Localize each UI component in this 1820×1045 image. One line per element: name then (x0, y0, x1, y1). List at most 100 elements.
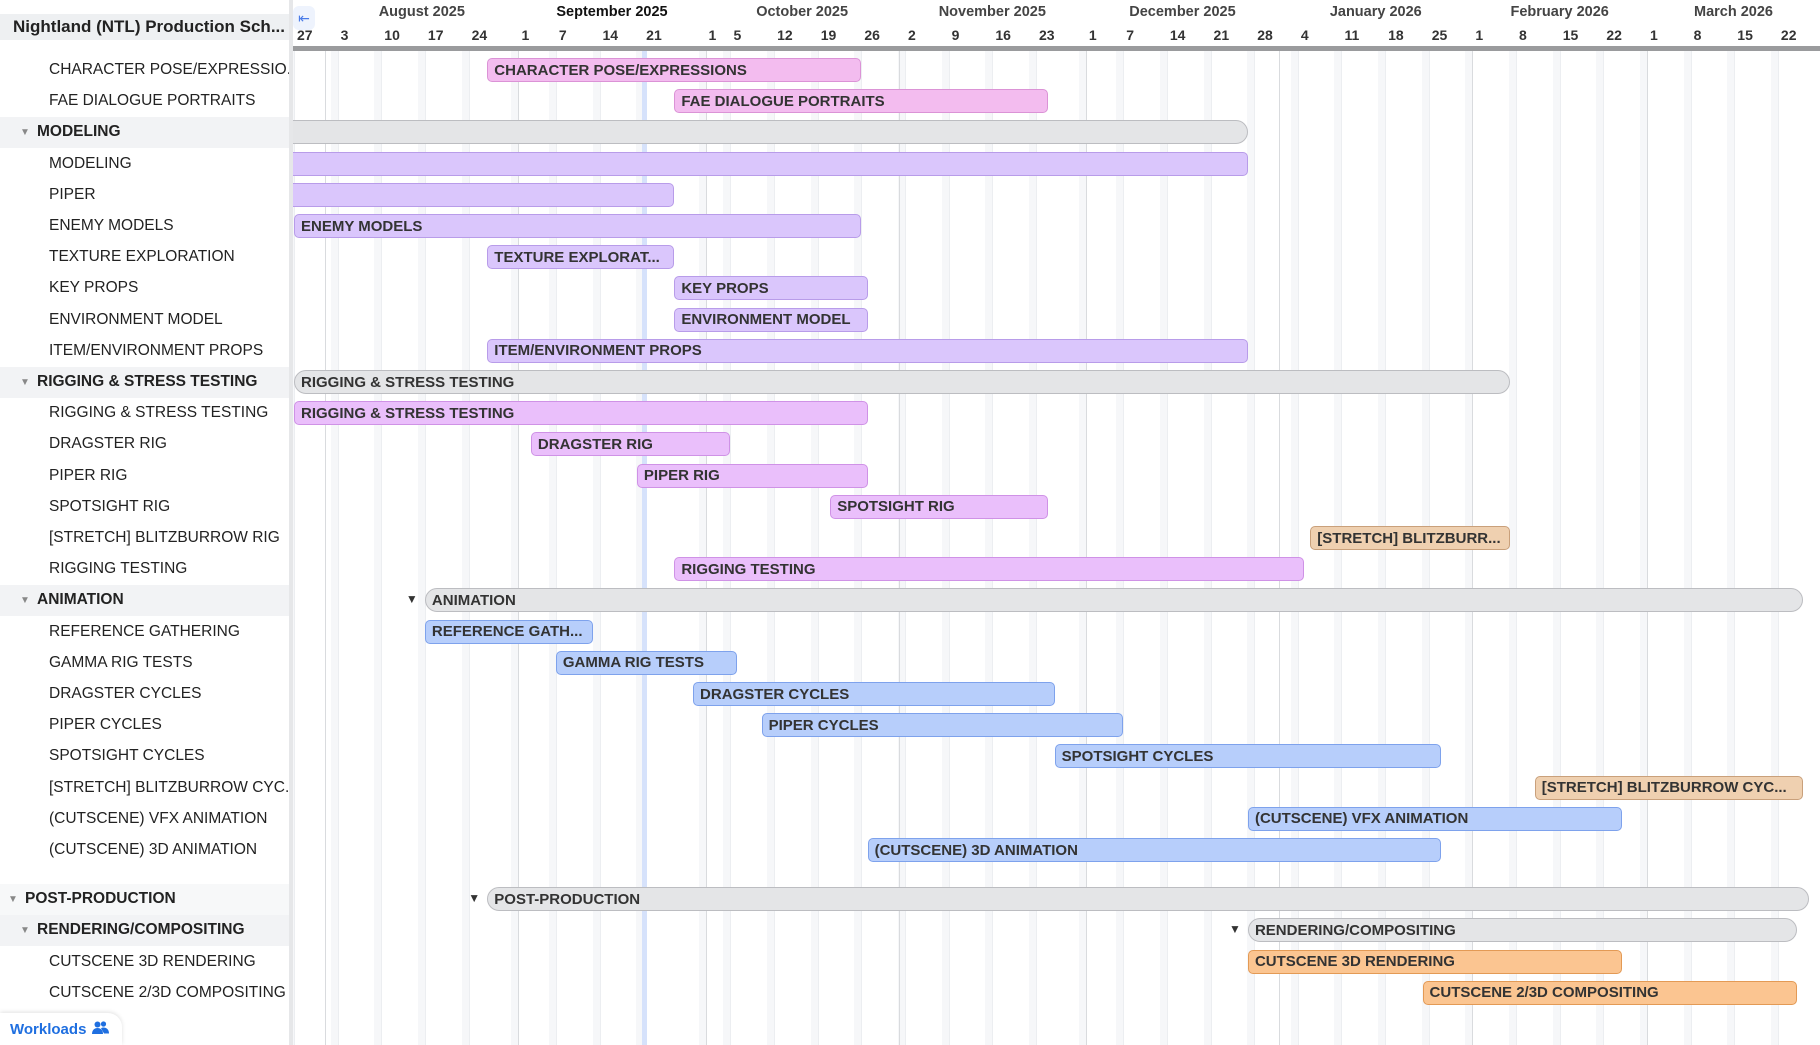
group-row[interactable]: ▼ANIMATION (0, 584, 289, 616)
bar-label: SPOTSIGHT CYCLES (1061, 747, 1214, 765)
task-row[interactable]: DRAGSTER RIG (0, 429, 289, 460)
bar-label: DRAGSTER RIG (537, 435, 653, 453)
task-bar[interactable]: KEY PROPS (674, 276, 868, 301)
task-row[interactable]: PIPER CYCLES (0, 710, 289, 741)
bar-label: ITEM/ENVIRONMENT PROPS (494, 342, 702, 360)
weekend-stripe (1770, 25, 1778, 1045)
month-label: September 2025 (556, 4, 668, 20)
task-row[interactable]: SPOTSIGHT CYCLES (0, 741, 289, 772)
task-label: (CUTSCENE) VFX ANIMATION (49, 809, 268, 827)
week-gridline (948, 25, 950, 1045)
task-row[interactable]: PIPER (0, 179, 289, 210)
summary-bar[interactable]: RIGGING & STRESS TESTING (294, 370, 1510, 394)
collapse-triangle-icon[interactable]: ▼ (1228, 922, 1241, 937)
task-bar[interactable] (291, 151, 1248, 176)
task-row[interactable]: (CUTSCENE) VFX ANIMATION (0, 803, 289, 834)
task-label: PIPER CYCLES (49, 716, 162, 734)
group-row[interactable]: ▼ POST-PRODUCTION (0, 883, 289, 915)
month-divider (898, 0, 900, 1045)
task-row[interactable]: KEY PROPS (0, 273, 289, 304)
task-row[interactable]: ENEMY MODELS (0, 211, 289, 242)
task-row[interactable]: CUTSCENE 3D RENDERING (0, 946, 289, 977)
task-row[interactable]: CUTSCENE 2/3D COMPOSITING (0, 977, 289, 1008)
task-bar[interactable]: TEXTURE EXPLORAT... (487, 245, 675, 270)
month-divider (1646, 0, 1648, 1045)
summary-bar[interactable]: POST-PRODUCTION (487, 887, 1810, 912)
expand-triangle-icon[interactable]: ▼ (20, 126, 30, 138)
task-bar[interactable]: RIGGING & STRESS TESTING (294, 401, 868, 426)
bar-label: DRAGSTER CYCLES (700, 685, 850, 703)
task-row[interactable]: TEXTURE EXPLORATION (0, 242, 289, 273)
task-row[interactable]: REFERENCE GATHERING (0, 616, 289, 647)
expand-triangle-icon[interactable]: ▼ (20, 376, 30, 388)
task-row[interactable]: RIGGING & STRESS TESTING (0, 398, 289, 429)
task-row[interactable]: ENVIRONMENT MODEL (0, 304, 289, 335)
day-label: 4 (1300, 27, 1309, 43)
group-row[interactable]: ▼MODELING (0, 116, 289, 148)
task-row[interactable]: ITEM/ENVIRONMENT PROPS (0, 335, 289, 366)
expand-triangle-icon[interactable]: ▼ (8, 893, 18, 905)
task-row[interactable]: [STRETCH] BLITZBURROW RIG (0, 523, 289, 554)
task-row[interactable]: SPOTSIGHT RIG (0, 491, 289, 522)
task-row[interactable]: [STRETCH] BLITZBURROW CYC... (0, 772, 289, 803)
summary-bar[interactable]: ANIMATION (424, 588, 1803, 613)
task-bar[interactable]: [STRETCH] BLITZBURROW CYC... (1534, 775, 1803, 800)
day-label: 8 (1693, 27, 1702, 43)
summary-bar[interactable] (291, 120, 1248, 145)
task-label: POST-PRODUCTION (25, 890, 176, 908)
task-bar[interactable]: CUTSCENE 3D RENDERING (1247, 949, 1623, 974)
group-row[interactable]: ▼RENDERING/COMPOSITING (0, 914, 289, 946)
task-bar[interactable]: SPOTSIGHT RIG (830, 494, 1049, 519)
week-gridline (817, 25, 819, 1045)
task-bar[interactable]: FAE DIALOGUE PORTRAITS (674, 89, 1049, 114)
week-gridline (599, 25, 601, 1045)
task-row[interactable]: GAMMA RIG TESTS (0, 647, 289, 678)
month-divider (705, 0, 707, 1045)
task-bar[interactable]: REFERENCE GATH... (424, 619, 594, 644)
task-bar[interactable]: PIPER RIG (636, 463, 868, 488)
task-bar[interactable]: PIPER CYCLES (761, 713, 1124, 738)
task-bar[interactable] (291, 182, 675, 207)
task-bar[interactable]: ITEM/ENVIRONMENT PROPS (487, 338, 1248, 363)
project-title[interactable]: Nightland (NTL) Production Sch... (0, 14, 289, 40)
task-bar[interactable]: GAMMA RIG TESTS (555, 650, 737, 675)
task-bar[interactable]: (CUTSCENE) 3D ANIMATION (867, 838, 1442, 862)
workloads-button[interactable]: Workloads (0, 1013, 122, 1045)
summary-bar[interactable]: RENDERING/COMPOSITING (1247, 918, 1797, 943)
task-row[interactable]: CHARACTER POSE/EXPRESSIO... (0, 55, 289, 86)
weekend-stripe (1159, 25, 1167, 1045)
task-row[interactable]: PIPER RIG (0, 460, 289, 491)
task-bar[interactable]: ENVIRONMENT MODEL (674, 307, 868, 332)
task-label: TEXTURE EXPLORATION (49, 248, 235, 266)
task-row[interactable]: (CUTSCENE) 3D ANIMATION (0, 835, 289, 866)
expand-triangle-icon[interactable]: ▼ (20, 594, 30, 606)
task-bar[interactable]: SPOTSIGHT CYCLES (1054, 744, 1442, 769)
task-bar[interactable]: RIGGING TESTING (674, 557, 1305, 582)
task-bar[interactable]: ENEMY MODELS (294, 214, 862, 238)
collapse-triangle-icon[interactable]: ▼ (468, 891, 481, 906)
task-bar[interactable]: [STRETCH] BLITZBURR... (1310, 526, 1510, 550)
task-bar[interactable]: CUTSCENE 2/3D COMPOSITING (1422, 980, 1797, 1005)
weekend-stripe (985, 25, 993, 1045)
weekend-stripe (1116, 25, 1124, 1045)
task-bar[interactable]: DRAGSTER RIG (530, 432, 731, 457)
collapse-triangle-icon[interactable]: ▼ (405, 592, 418, 607)
weekend-stripe (1203, 25, 1211, 1045)
task-row[interactable]: RIGGING TESTING (0, 554, 289, 585)
day-label: 5 (733, 27, 742, 43)
collapse-panel-icon[interactable]: ⇤ (293, 6, 315, 30)
day-label: 28 (1257, 27, 1273, 43)
task-bar[interactable]: (CUTSCENE) VFX ANIMATION (1247, 806, 1623, 831)
task-label: ENVIRONMENT MODEL (49, 310, 223, 328)
panel-resize-handle[interactable] (289, 0, 293, 1045)
task-label: DRAGSTER RIG (49, 435, 167, 453)
expand-triangle-icon[interactable]: ▼ (20, 924, 30, 936)
task-row[interactable]: FAE DIALOGUE PORTRAITS (0, 86, 289, 117)
task-row[interactable]: MODELING (0, 148, 289, 179)
task-bar[interactable]: DRAGSTER CYCLES (693, 682, 1055, 706)
group-row[interactable]: ▼RIGGING & STRESS TESTING (0, 366, 289, 398)
task-bar[interactable]: CHARACTER POSE/EXPRESSIONS (487, 58, 862, 82)
task-row[interactable]: DRAGSTER CYCLES (0, 679, 289, 710)
week-gridline (424, 25, 426, 1045)
